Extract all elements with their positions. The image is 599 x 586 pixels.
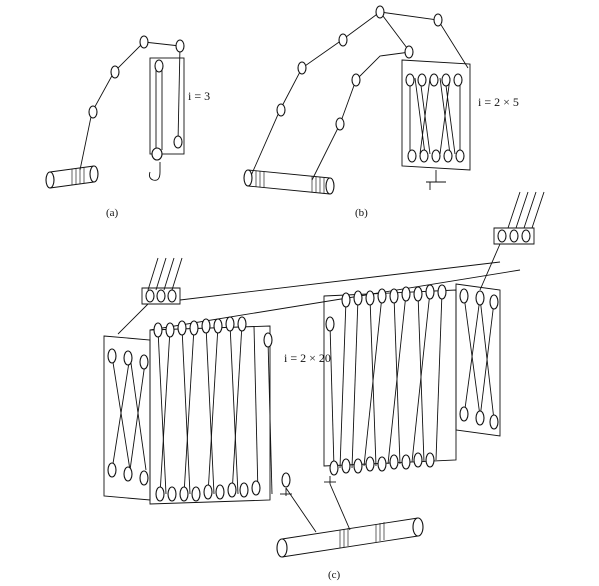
sheave-icon xyxy=(175,39,185,53)
panel-b: i = 2 × 5 (b) xyxy=(243,5,519,219)
sheave-icon xyxy=(335,117,345,131)
sheave-icon xyxy=(276,103,286,117)
drum-b xyxy=(243,169,335,195)
hook-icon xyxy=(426,170,446,190)
rope-a xyxy=(79,41,181,171)
sheave-icon xyxy=(441,73,451,87)
sheave-icon xyxy=(351,73,361,87)
ratio-label-b: i = 2 × 5 xyxy=(478,95,519,109)
sheave-icon xyxy=(419,149,429,163)
panel-label-a: (a) xyxy=(106,207,119,219)
panel-a: i = 3 (a) xyxy=(45,35,210,219)
sheave-icon xyxy=(110,65,120,79)
sheave-icon xyxy=(405,73,415,87)
connecting-rope xyxy=(149,269,521,331)
sheave-icon xyxy=(453,73,463,87)
rope-b-left xyxy=(249,11,411,179)
rope-a-fall-1 xyxy=(177,45,181,143)
rope-to-drum xyxy=(329,483,351,531)
sheave-icon xyxy=(281,472,291,488)
sheave-icon xyxy=(407,149,417,163)
sheave-icon xyxy=(429,73,439,87)
block-frame-b xyxy=(401,59,471,171)
connecting-rope xyxy=(479,243,501,291)
guide-pulleys-right xyxy=(493,191,545,245)
sheave-icon xyxy=(433,13,443,27)
sheave-icon xyxy=(173,135,183,149)
sheave-icon xyxy=(88,105,98,119)
falls-b xyxy=(409,77,461,155)
connecting-rope xyxy=(117,303,149,335)
sheave-icon xyxy=(338,33,348,47)
drum-c xyxy=(276,517,424,558)
rope-b-right xyxy=(311,51,411,181)
sheave-icon xyxy=(404,45,414,59)
panel-label-c: (c) xyxy=(328,569,341,581)
sheave-icon xyxy=(443,149,453,163)
connecting-rope xyxy=(179,261,501,301)
rope-to-drum xyxy=(285,487,317,533)
right-pulley-block xyxy=(323,283,501,476)
hook-icon xyxy=(148,162,161,181)
ratio-label-a: i = 3 xyxy=(188,89,210,103)
drum-a xyxy=(45,165,99,189)
sheave-icon xyxy=(431,149,441,163)
sheave-icon xyxy=(455,149,465,163)
block-frame-a xyxy=(149,57,185,155)
sheave-icon xyxy=(151,147,163,161)
sheave-icon xyxy=(154,59,164,73)
rope-b-top xyxy=(379,11,469,69)
left-pulley-block xyxy=(103,316,273,505)
sheave-icon xyxy=(375,5,385,19)
sheave-icon xyxy=(297,61,307,75)
guide-pulleys-left xyxy=(141,257,183,305)
panel-c: i = 2 × 20 (c) xyxy=(103,191,545,581)
sheave-icon xyxy=(417,73,427,87)
panel-label-b: (b) xyxy=(355,207,368,219)
ratio-label-c: i = 2 × 20 xyxy=(284,351,331,365)
sheave-icon xyxy=(139,35,149,49)
